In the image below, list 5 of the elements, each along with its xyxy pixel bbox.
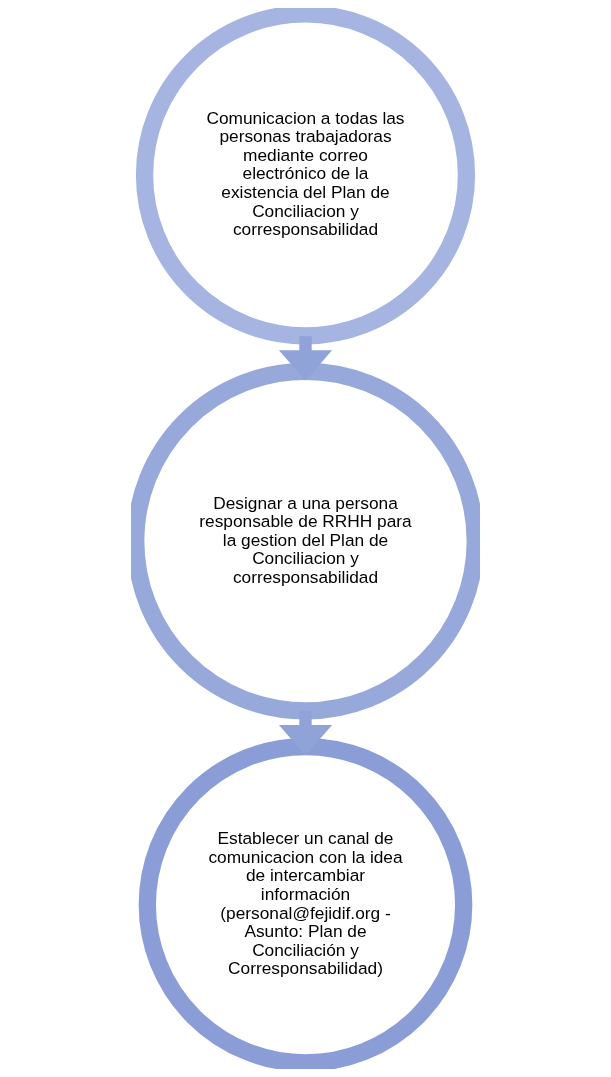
node-circle: Establecer un canal de comunicacion con la idea de intercambiar información (personal@fejidif.org - Asunto: Plan de Conciliación y Corresponsabilidad) [138, 737, 473, 1069]
arrow [278, 336, 333, 381]
arrow [278, 710, 333, 756]
node-circle: Comunicacion a todas las personas trabajadoras mediante correo electrónico de la existencia del Plan de Conciliacion y corresponsabilidad [135, 8, 476, 345]
node-circle: Designar a una persona responsable de RRHH para la gestion del Plan de Conciliacion y corresponsabilidad [131, 362, 480, 720]
